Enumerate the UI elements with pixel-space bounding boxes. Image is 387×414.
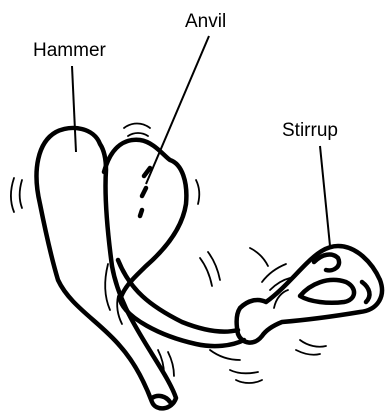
hammer-label: Hammer [33,41,106,60]
stirrup-footplate-detail [362,282,369,302]
anvil-shading [140,168,150,216]
anvil-leader-line [146,36,209,184]
anvil-bone [104,140,244,346]
leader-lines [72,36,330,246]
stirrup-label: Stirrup [282,121,338,140]
stirrup-leader-line [320,146,330,246]
stirrup-window [300,280,354,303]
hammer-tip-detail [152,396,170,402]
vibration-marks [11,124,326,384]
stirrup-head-detail [314,255,339,271]
stirrup-bone [237,246,382,343]
hammer-leader-line [72,66,76,152]
anvil-label: Anvil [185,12,226,31]
